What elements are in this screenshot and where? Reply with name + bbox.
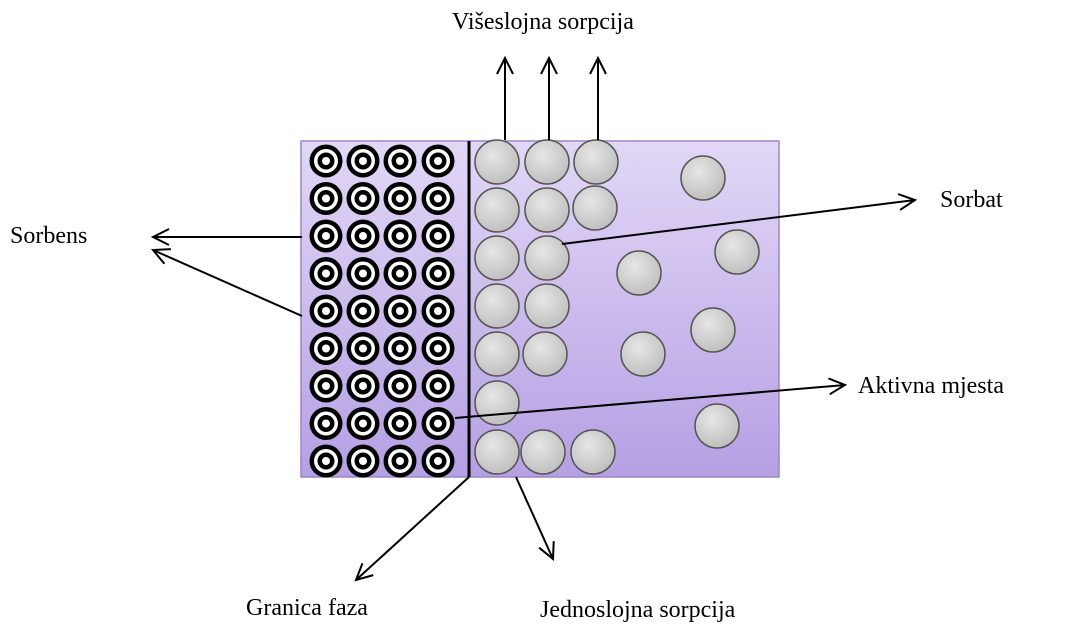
sorbent-ring-icon [422, 295, 455, 328]
multilayer-sorption-label: Višeslojna sorpcija [452, 10, 634, 34]
sorbate-particle [475, 332, 519, 376]
sorbent-ring-icon [422, 182, 455, 215]
sorbate-particle [475, 430, 519, 474]
sorbent-ring-icon [347, 220, 380, 253]
sorbate-particle [695, 404, 739, 448]
sorbate-particle [525, 236, 569, 280]
monolayer-sorption-label: Jednoslojna sorpcija [540, 598, 735, 622]
sorbent-ring-icon [310, 370, 343, 403]
sorbent-ring-icon [310, 257, 343, 290]
sorbate-particle [574, 140, 618, 184]
sorbate-particle [525, 284, 569, 328]
active-sites-label: Aktivna mjesta [858, 374, 1004, 398]
sorbate-particle [691, 308, 735, 352]
sorbent-ring-icon [422, 332, 455, 365]
sorbate-particle [573, 186, 617, 230]
sorbent-ring-icon [384, 295, 417, 328]
sorbent-ring-icon [347, 182, 380, 215]
sorbent-ring-icon [384, 332, 417, 365]
sorbent-ring-icon [347, 370, 380, 403]
sorbent-ring-icon [384, 370, 417, 403]
sorbate-particle [475, 140, 519, 184]
sorbent-ring-icon [310, 182, 343, 215]
sorbent-ring-icon [347, 332, 380, 365]
sorbate-particle [621, 332, 665, 376]
phase-boundary-label: Granica faza [246, 596, 368, 620]
sorbent-ring-icon [384, 182, 417, 215]
sorbent-ring-icon [347, 295, 380, 328]
sorbent-ring-icon [384, 220, 417, 253]
phase-boundary-arrow [356, 477, 469, 580]
sorbent-ring-icon [422, 407, 455, 440]
sorbent-ring-icon [422, 257, 455, 290]
sorbate-particle [681, 156, 725, 200]
sorbate-particle [523, 332, 567, 376]
sorbent-ring-icon [422, 445, 455, 478]
sorbate-particle [475, 381, 519, 425]
sorbent-ring-icon [422, 220, 455, 253]
sorbent-ring-icon [310, 407, 343, 440]
sorbent-ring-icon [310, 295, 343, 328]
sorbent-ring-icon [347, 445, 380, 478]
sorbate-particle [521, 430, 565, 474]
sorbent-ring-icon [422, 145, 455, 178]
sorbate-particle [475, 284, 519, 328]
sorbent-ring-icon [310, 332, 343, 365]
sorbent-ring-icon [384, 145, 417, 178]
sorbate-particle [525, 140, 569, 184]
sorbate-particle [475, 188, 519, 232]
monolayer-arrow [516, 477, 553, 559]
sorbent-ring-icon [347, 257, 380, 290]
sorbent-ring-icon [384, 257, 417, 290]
sorbent-label: Sorbens [10, 224, 87, 248]
sorbent-ring-icon [347, 145, 380, 178]
sorbate-particle [715, 230, 759, 274]
sorbent-ring-icon [347, 407, 380, 440]
sorbent-ring-icon [310, 445, 343, 478]
sorbent-arrow-lower [153, 250, 302, 316]
sorbate-particle [571, 430, 615, 474]
sorbent-ring-icon [384, 407, 417, 440]
sorbate-label: Sorbat [940, 188, 1003, 212]
sorbate-particle [617, 251, 661, 295]
sorbent-ring-icon [310, 145, 343, 178]
sorbent-ring-icon [384, 445, 417, 478]
sorbate-particle [475, 236, 519, 280]
sorbent-ring-icon [310, 220, 343, 253]
sorbate-particle [525, 188, 569, 232]
sorbent-ring-icon [422, 370, 455, 403]
